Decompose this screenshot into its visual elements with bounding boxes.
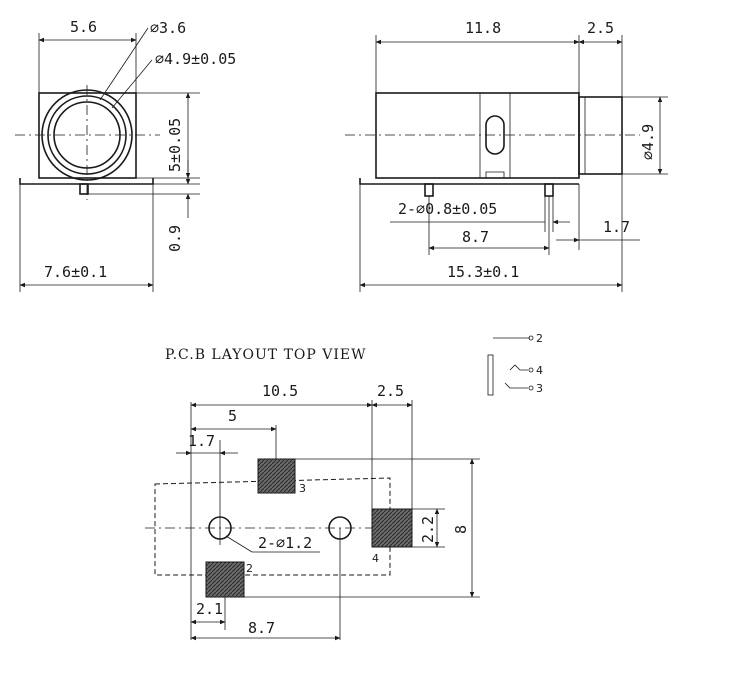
pcb-dim-5-label: 5 <box>228 407 237 425</box>
pcb-pad-label-4: 4 <box>372 552 379 565</box>
dim-nose-length-label: 2.5 <box>587 19 614 37</box>
front-view: 5.6 ⌀3.6 ⌀4.9±0.05 5±0.05 0.9 7.6±0.1 <box>15 18 236 292</box>
side-pin-left <box>424 183 434 197</box>
front-body-outline <box>38 92 137 179</box>
pcb-pad-2 <box>205 561 245 598</box>
dim-outer-diameter-label: ⌀4.9±0.05 <box>155 50 236 68</box>
pcb-layout: P.C.B LAYOUT TOP VIEW 3 4 2 10.5 2.5 5 1… <box>145 347 480 641</box>
schematic-symbol: 2 4 3 <box>487 332 543 396</box>
dim-height-label: 5±0.05 <box>166 118 184 172</box>
schematic-pin-3: 3 <box>536 382 543 395</box>
pcb-dim-holes-label: 2-⌀1.2 <box>258 534 312 552</box>
leader-outer-diameter <box>111 59 153 109</box>
dim-nose-diameter-label: ⌀4.9 <box>639 124 657 160</box>
front-base-flange <box>19 178 154 185</box>
schematic-pin-4: 4 <box>536 364 543 377</box>
schematic-jack-body <box>487 354 494 396</box>
pcb-dim-right-label: 2.5 <box>377 382 404 400</box>
side-nose-outline <box>578 96 623 175</box>
pcb-dim-overall-label: 10.5 <box>262 382 298 400</box>
pcb-outline-dashed <box>154 477 391 576</box>
pcb-dim-2-1-label: 2.1 <box>196 600 223 618</box>
pcb-pad-label-2: 2 <box>246 562 253 575</box>
side-body-outline <box>375 92 580 179</box>
dim-total-length-label: 15.3±0.1 <box>447 263 519 281</box>
pcb-holes-leader <box>225 535 253 553</box>
dim-base-width-label: 7.6±0.1 <box>44 263 107 281</box>
pcb-pad-3 <box>257 458 296 494</box>
schematic-pin-2: 2 <box>536 332 543 345</box>
dim-pin-pitch-label: 8.7 <box>462 228 489 246</box>
dim-width-top-label: 5.6 <box>70 18 97 36</box>
dim-pins-label: 2-⌀0.8±0.05 <box>398 200 497 218</box>
dim-inner-diameter-label: ⌀3.6 <box>150 19 186 37</box>
dim-pin-height-label: 0.9 <box>166 225 184 252</box>
pcb-pad-4 <box>371 508 413 548</box>
dim-body-length-label: 11.8 <box>465 19 501 37</box>
side-view: 11.8 2.5 ⌀4.9 2-⌀0.8±0.05 8.7 1.7 15.3±0… <box>345 19 668 292</box>
dim-pin-offset-label: 1.7 <box>603 218 630 236</box>
pcb-dim-2-2-label: 2.2 <box>419 516 437 543</box>
pcb-dim-8-7-label: 8.7 <box>248 619 275 637</box>
side-pin-right <box>544 183 554 197</box>
pcb-pad-label-3: 3 <box>299 482 306 495</box>
pcb-layout-title: P.C.B LAYOUT TOP VIEW <box>165 347 367 363</box>
pcb-dim-8-label: 8 <box>452 525 470 534</box>
front-pin <box>79 183 89 195</box>
leader-inner-diameter <box>99 27 149 101</box>
pcb-dim-1-7-label: 1.7 <box>188 432 215 450</box>
